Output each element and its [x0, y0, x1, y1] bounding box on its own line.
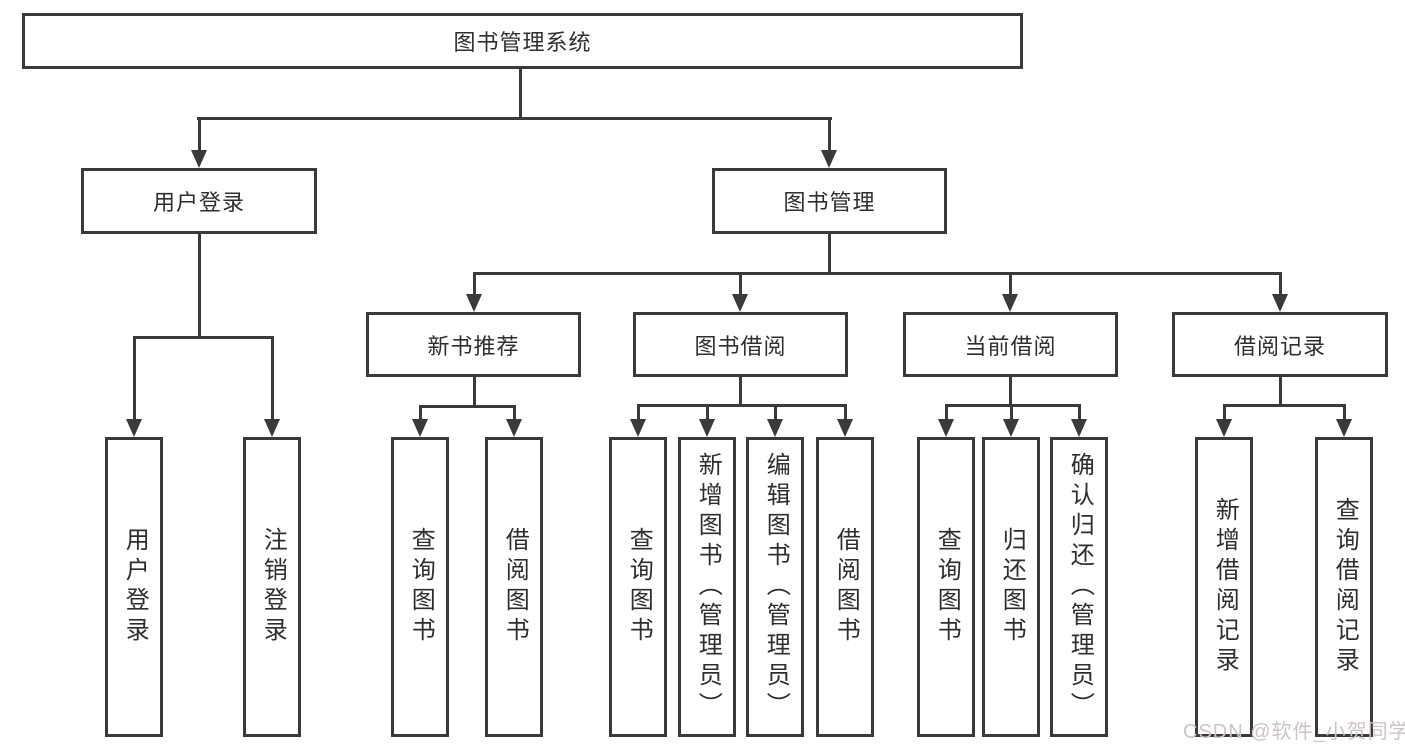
- watermark: CSDN @软件_小贺同学: [1183, 721, 1405, 743]
- arrowhead-down-icon: [630, 419, 646, 437]
- arrowhead-down-icon: [938, 419, 954, 437]
- connector-vline: [473, 377, 476, 408]
- connector-vline: [1279, 375, 1282, 406]
- leaf-bb-borrow-books: 借阅图书: [816, 437, 874, 737]
- connector-vline: [1343, 404, 1346, 421]
- connector-vline: [637, 404, 640, 421]
- connector-vline: [828, 234, 831, 275]
- arrowhead-down-icon: [506, 419, 522, 437]
- arrowhead-down-icon: [821, 150, 837, 168]
- arrowhead-down-icon: [1336, 419, 1352, 437]
- node-current-borrow-label: 当前借阅: [964, 333, 1057, 359]
- connector-hline: [637, 404, 846, 407]
- leaf-br-query-record-label: 查询借阅记录: [1331, 497, 1359, 677]
- arrowhead-down-icon: [699, 419, 715, 437]
- connector-hline: [419, 405, 516, 408]
- connector-vline: [774, 404, 777, 421]
- connector-vline: [513, 405, 516, 421]
- leaf-nb-borrow-books-label: 借阅图书: [501, 527, 529, 647]
- node-root-label: 图书管理系统: [453, 30, 592, 55]
- node-book-management-label: 图书管理: [783, 190, 876, 215]
- leaf-nb-borrow-books: 借阅图书: [485, 437, 543, 737]
- node-book-borrow-label: 图书借阅: [694, 333, 787, 359]
- node-user-login: 用户登录: [81, 168, 317, 234]
- arrowhead-down-icon: [767, 419, 783, 437]
- node-current-borrow: 当前借阅: [903, 312, 1118, 377]
- leaf-cb-return-books: 归还图书: [982, 437, 1040, 737]
- node-new-book-recommend-label: 新书推荐: [427, 333, 520, 359]
- leaf-logout-login-label: 注销登录: [259, 527, 287, 647]
- connector-vline: [198, 117, 201, 152]
- leaf-cb-confirm-return-admin: 确认归还（管理员）: [1050, 437, 1108, 737]
- leaf-cb-query-books: 查询图书: [917, 437, 975, 737]
- arrowhead-down-icon: [837, 419, 853, 437]
- leaf-br-add-record-label: 新增借阅记录: [1211, 497, 1239, 677]
- leaf-nb-query-books: 查询图书: [391, 437, 449, 737]
- arrowhead-down-icon: [191, 150, 207, 168]
- arrowhead-down-icon: [264, 419, 280, 437]
- connector-vline: [1078, 404, 1081, 421]
- connector-vline: [739, 377, 742, 406]
- leaf-bb-add-books-admin: 新增图书（管理员）: [678, 437, 736, 737]
- connector-vline: [844, 404, 847, 421]
- leaf-bb-query-books-label: 查询图书: [625, 527, 653, 647]
- connector-hline: [133, 336, 274, 339]
- arrowhead-down-icon: [1071, 419, 1087, 437]
- node-borrow-records: 借阅记录: [1172, 312, 1388, 377]
- connector-vline: [1009, 272, 1012, 296]
- leaf-cb-return-books-label: 归还图书: [998, 527, 1026, 647]
- leaf-br-query-record: 查询借阅记录: [1315, 437, 1373, 737]
- connector-vline: [1010, 404, 1013, 421]
- connector-vline: [133, 336, 136, 421]
- arrowhead-down-icon: [1272, 294, 1288, 312]
- connector-vline: [739, 272, 742, 296]
- connector-vline: [419, 405, 422, 421]
- leaf-user-login: 用户登录: [105, 437, 163, 737]
- connector-vline: [706, 404, 709, 421]
- leaf-cb-query-books-label: 查询图书: [933, 527, 961, 647]
- leaf-bb-add-books-admin-label: 新增图书（管理员）: [694, 452, 722, 722]
- leaf-br-add-record: 新增借阅记录: [1195, 437, 1253, 737]
- leaf-bb-borrow-books-label: 借阅图书: [832, 527, 860, 647]
- node-borrow-records-label: 借阅记录: [1233, 333, 1326, 359]
- connector-vline: [1223, 404, 1226, 421]
- connector-hline: [1223, 404, 1345, 407]
- connector-vline: [828, 117, 831, 152]
- node-book-borrow: 图书借阅: [633, 312, 848, 377]
- arrowhead-down-icon: [412, 419, 428, 437]
- arrowhead-down-icon: [732, 294, 748, 312]
- arrowhead-down-icon: [1003, 419, 1019, 437]
- connector-vline: [1009, 377, 1012, 406]
- connector-vline: [473, 272, 476, 296]
- arrowhead-down-icon: [126, 419, 142, 437]
- arrowhead-down-icon: [1216, 419, 1232, 437]
- leaf-cb-confirm-return-admin-label: 确认归还（管理员）: [1066, 452, 1094, 722]
- arrowhead-down-icon: [1002, 294, 1018, 312]
- connector-hline: [197, 117, 832, 120]
- connector-vline: [1279, 272, 1282, 296]
- leaf-user-login-label: 用户登录: [121, 527, 149, 647]
- leaf-bb-edit-books-admin-label: 编辑图书（管理员）: [762, 452, 790, 722]
- leaf-bb-query-books: 查询图书: [609, 437, 667, 737]
- connector-vline: [198, 234, 201, 337]
- node-user-login-label: 用户登录: [152, 190, 245, 215]
- leaf-logout-login: 注销登录: [243, 437, 301, 737]
- arrowhead-down-icon: [466, 294, 482, 312]
- connector-vline: [945, 404, 948, 421]
- connector-hline: [473, 272, 1282, 275]
- node-book-management: 图书管理: [712, 168, 947, 234]
- connector-vline: [519, 68, 522, 120]
- connector-vline: [271, 336, 274, 421]
- node-root: 图书管理系统: [22, 13, 1023, 69]
- node-new-book-recommend: 新书推荐: [366, 312, 581, 377]
- leaf-bb-edit-books-admin: 编辑图书（管理员）: [746, 437, 804, 737]
- leaf-nb-query-books-label: 查询图书: [407, 527, 435, 647]
